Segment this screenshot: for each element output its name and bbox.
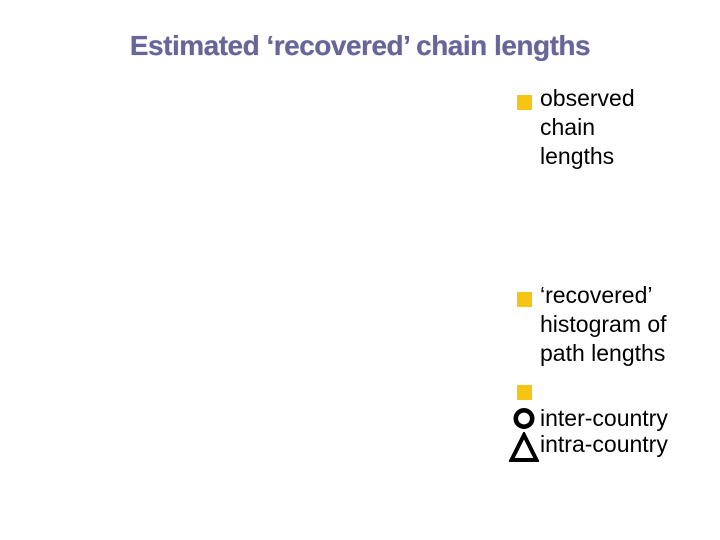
- legend-square-icon: [516, 95, 532, 110]
- legend-item-recovered: ‘recovered’ histogram of path lengths: [508, 281, 690, 368]
- legend-square-icon: [516, 385, 532, 400]
- legend-label-intra-country: intra-country: [540, 431, 668, 457]
- legend-triangle-icon: [509, 432, 539, 462]
- legend-label-inter-country: inter-country: [540, 405, 668, 431]
- legend-circle-icon: [513, 408, 535, 429]
- legend-label-observed: observed chain lengths: [540, 85, 635, 169]
- legend-item-observed: observed chain lengths: [508, 84, 690, 171]
- legend-label-recovered: ‘recovered’ histogram of path lengths: [540, 282, 667, 366]
- legend-item-empty: [508, 374, 690, 400]
- legend-item-inter-country: inter-country: [508, 404, 690, 433]
- legend-item-intra-country: intra-country: [508, 430, 690, 462]
- legend-square-icon: [516, 292, 532, 307]
- page-title: Estimated ‘recovered’ chain lengths: [129, 30, 591, 61]
